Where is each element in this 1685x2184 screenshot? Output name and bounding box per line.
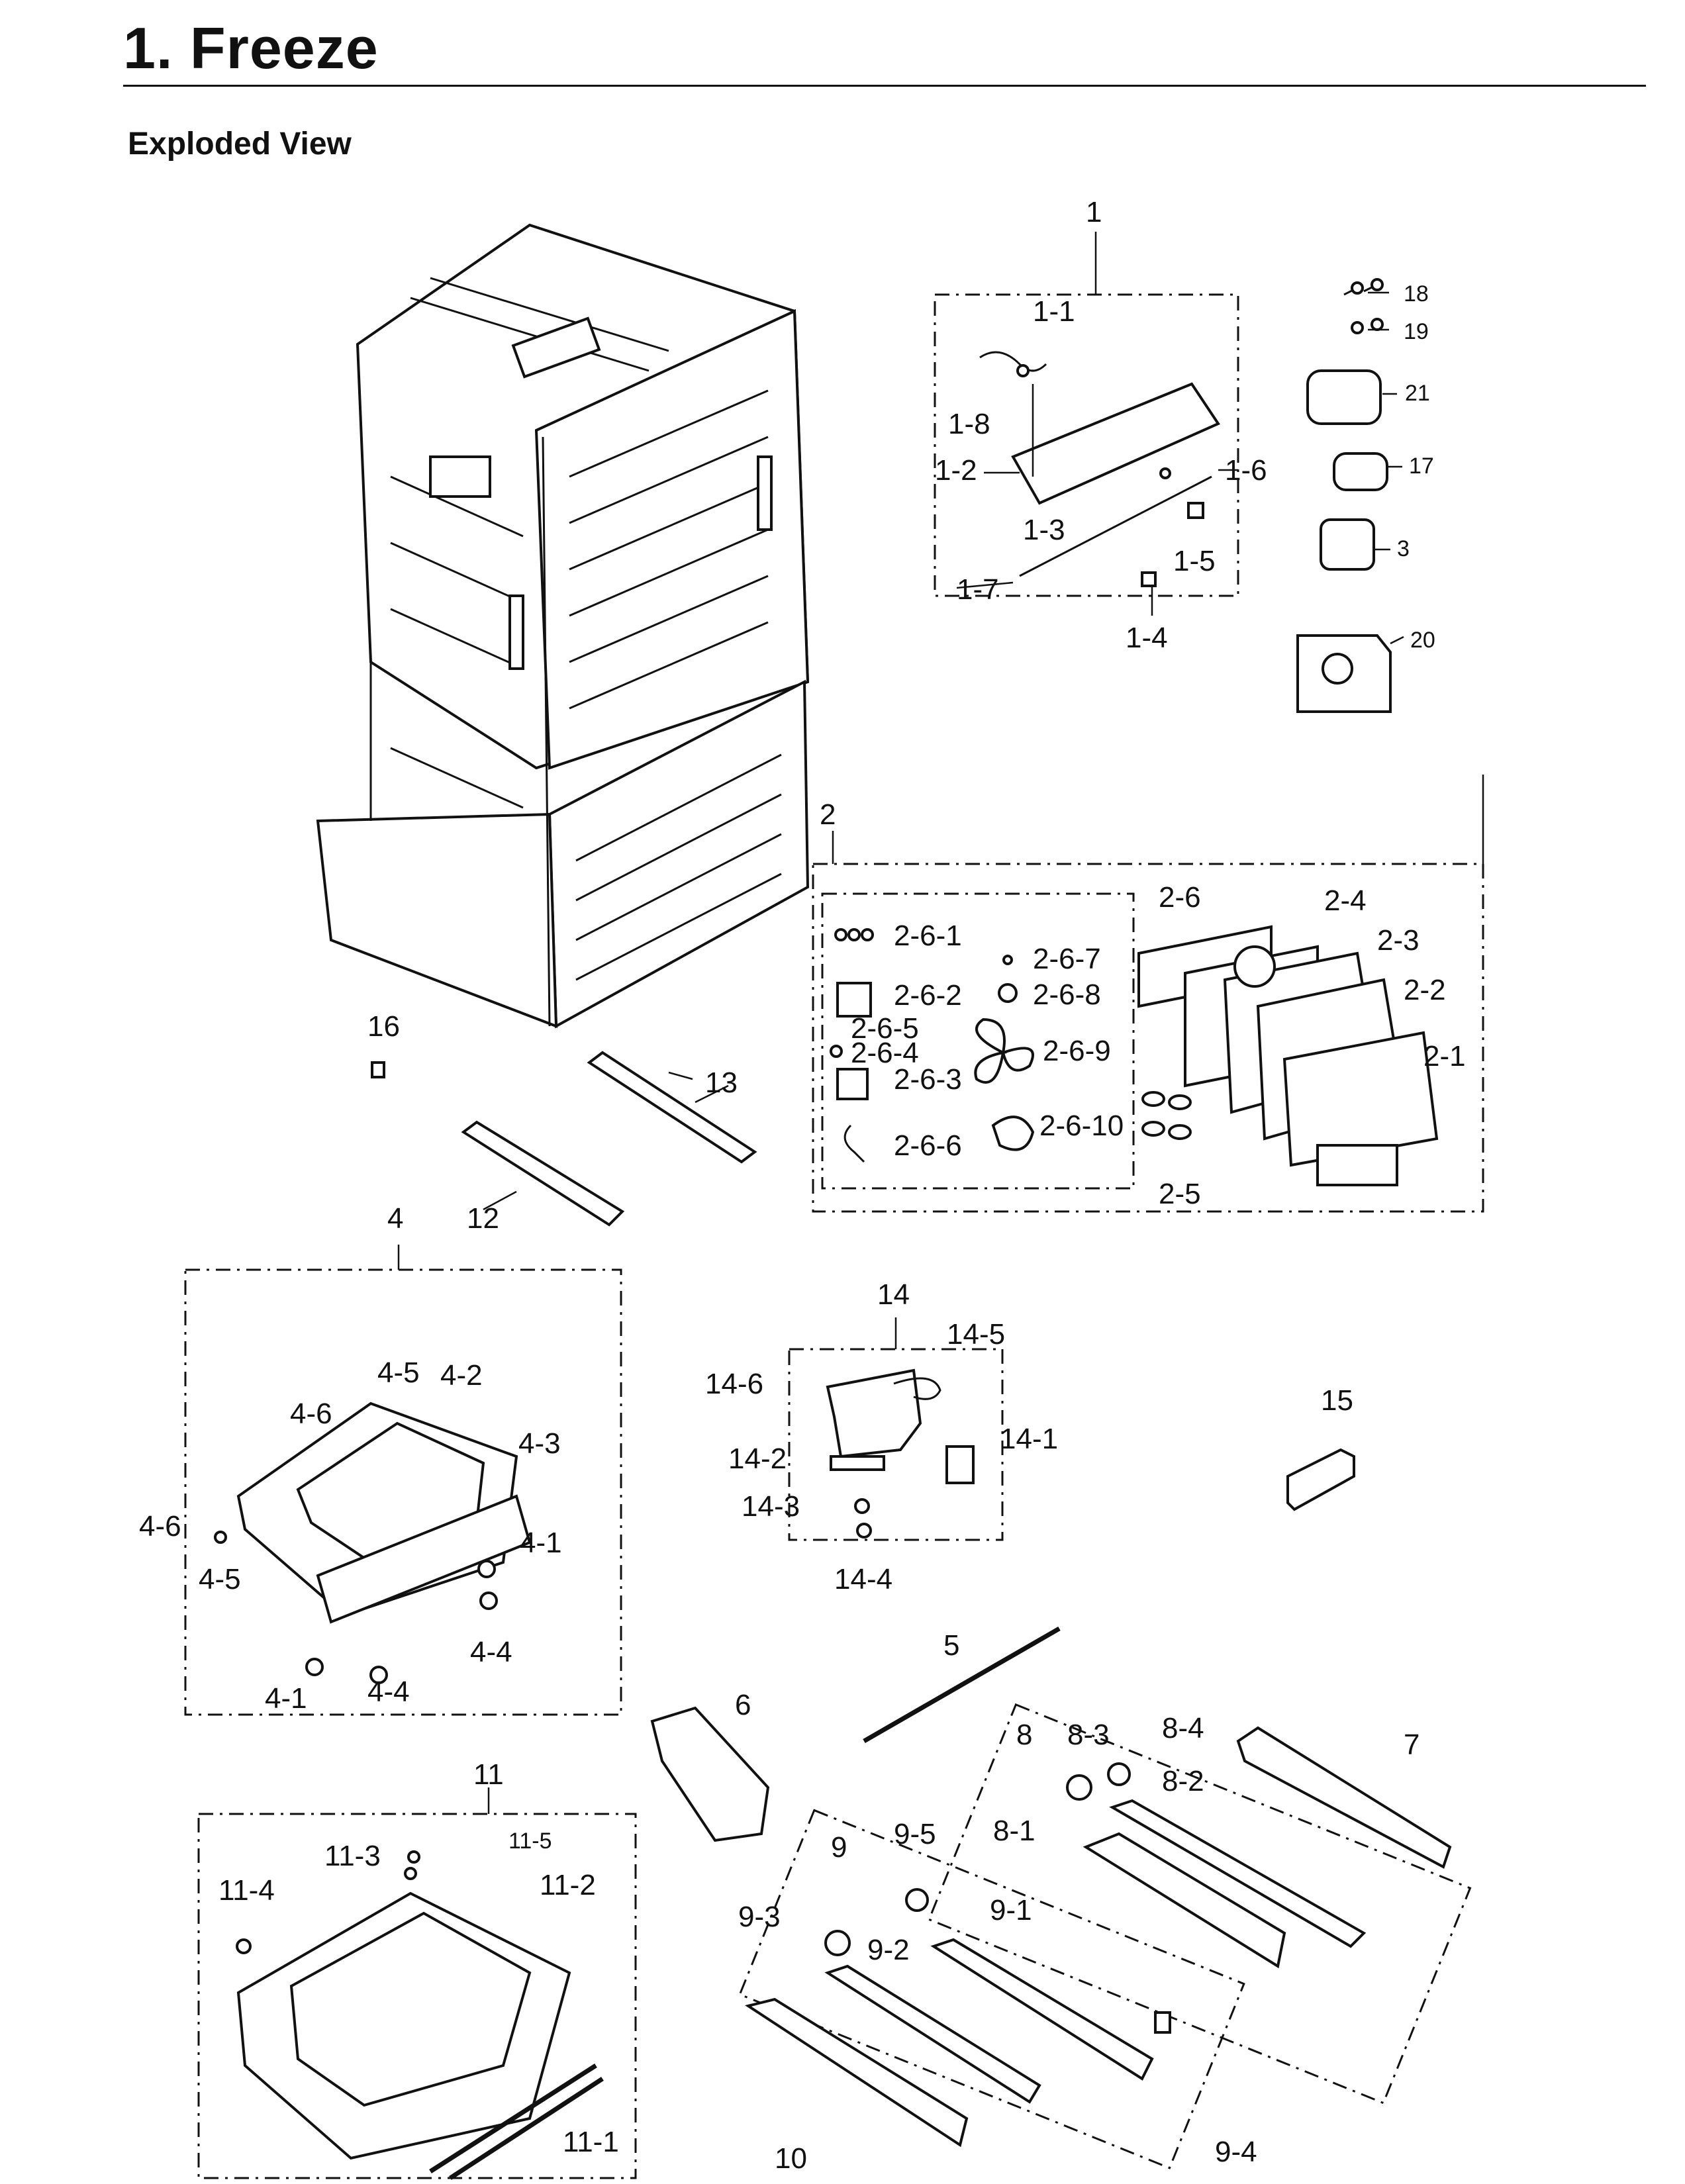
callout-2-3: 2-3 (1377, 924, 1420, 957)
leader-lines (483, 291, 1404, 1211)
callout-9: 9 (831, 1831, 847, 1864)
callout-2-2: 2-2 (1404, 974, 1446, 1006)
callout-4-1a: 4-1 (520, 1527, 562, 1559)
title-rule (123, 85, 1646, 87)
callout-14-6: 14-6 (705, 1368, 763, 1400)
page-title: 1. Freeze (123, 15, 379, 81)
callout-2-5: 2-5 (1159, 1178, 1201, 1210)
callout-2-4: 2-4 (1324, 884, 1367, 917)
group-2 (812, 775, 1484, 1213)
callout-9-4: 9-4 (1215, 2136, 1257, 2168)
callout-13: 13 (705, 1067, 738, 1099)
callout-14-2: 14-2 (728, 1443, 787, 1475)
callout-9-3: 9-3 (738, 1901, 781, 1933)
callout-14: 14 (877, 1278, 910, 1311)
callout-8-1: 8-1 (993, 1815, 1035, 1847)
callout-1-1: 1-1 (1033, 295, 1075, 328)
callout-20: 20 (1410, 628, 1435, 653)
callout-1-4: 1-4 (1126, 622, 1168, 654)
callout-2-6-2: 2-6-2 (894, 979, 962, 1012)
callout-1-8: 1-8 (948, 408, 990, 440)
callout-2: 2 (820, 798, 836, 831)
callout-8-4: 8-4 (1162, 1712, 1204, 1744)
callout-11-4: 11-4 (218, 1874, 275, 1907)
callout-17: 17 (1409, 453, 1434, 479)
part-15 (1286, 1448, 1355, 1511)
callout-11-2: 11-2 (540, 1869, 596, 1901)
callout-4: 4 (387, 1202, 403, 1235)
callout-1-6: 1-6 (1225, 454, 1267, 487)
callout-labels: 1 1-1 1-8 1-2 1-6 1-3 1-5 1-7 1-4 18 19 … (139, 196, 1466, 2175)
callout-18: 18 (1404, 281, 1429, 307)
callout-4-3: 4-3 (518, 1427, 561, 1460)
callout-1-7: 1-7 (957, 573, 999, 606)
callout-11-5: 11-5 (508, 1828, 552, 1854)
callout-1-3: 1-3 (1023, 514, 1065, 546)
callout-10: 10 (775, 2142, 807, 2175)
callout-12: 12 (467, 1202, 499, 1235)
callout-2-6-9: 2-6-9 (1043, 1035, 1111, 1067)
callout-4-6b: 4-6 (139, 1510, 181, 1543)
callout-6: 6 (735, 1689, 751, 1721)
callout-8: 8 (1016, 1719, 1032, 1751)
callout-2-6-5: 2-6-5 (851, 1012, 919, 1045)
callout-2-6: 2-6 (1159, 881, 1201, 914)
callout-2-6-10: 2-6-10 (1039, 1110, 1124, 1142)
callout-14-1: 14-1 (1000, 1423, 1058, 1455)
callout-2-6-7: 2-6-7 (1033, 943, 1101, 975)
callout-1: 1 (1086, 196, 1102, 228)
small-parts (1296, 278, 1392, 713)
callout-4-5a: 4-5 (377, 1356, 420, 1389)
callout-4-6a: 4-6 (290, 1398, 332, 1430)
callout-4-2: 4-2 (440, 1359, 483, 1392)
callout-21: 21 (1405, 381, 1430, 406)
callout-2-6-8: 2-6-8 (1033, 978, 1101, 1011)
rails-group (650, 1626, 1472, 2169)
callout-9-2: 9-2 (867, 1934, 910, 1966)
callout-14-3: 14-3 (742, 1490, 800, 1523)
callout-3: 3 (1397, 536, 1410, 561)
cabinet-drawing (316, 223, 810, 1029)
callout-4-4a: 4-4 (470, 1636, 512, 1668)
callout-4-4b: 4-4 (367, 1676, 410, 1708)
callout-2-1: 2-1 (1423, 1040, 1466, 1072)
callout-16: 16 (367, 1010, 400, 1043)
callout-1-2: 1-2 (935, 454, 977, 487)
misc-rails (371, 1051, 757, 1227)
callout-4-5b: 4-5 (199, 1563, 241, 1595)
callout-11: 11 (473, 1758, 504, 1791)
callout-2-6-6: 2-6-6 (894, 1129, 962, 1162)
callout-4-1b: 4-1 (265, 1682, 307, 1715)
callout-11-1: 11-1 (563, 2126, 619, 2158)
callout-2-6-4: 2-6-4 (851, 1037, 919, 1069)
callout-5: 5 (943, 1629, 959, 1662)
callout-19: 19 (1404, 319, 1429, 344)
callout-8-3: 8-3 (1067, 1719, 1110, 1751)
callout-9-5: 9-5 (894, 1818, 936, 1850)
group-11 (197, 1787, 637, 2180)
group-4 (184, 1245, 622, 1716)
callout-2-6-1: 2-6-1 (894, 920, 962, 952)
callout-11-3: 11-3 (324, 1840, 381, 1872)
group-14 (788, 1317, 1004, 1541)
callout-1-5: 1-5 (1173, 545, 1216, 577)
callout-15: 15 (1321, 1384, 1353, 1417)
callout-14-4: 14-4 (834, 1563, 892, 1595)
callout-9-1: 9-1 (990, 1894, 1032, 1926)
group-1 (934, 232, 1239, 597)
callout-7: 7 (1404, 1729, 1420, 1761)
page-subtitle: Exploded View (128, 126, 352, 162)
callout-14-5: 14-5 (947, 1318, 1005, 1351)
callout-8-2: 8-2 (1162, 1765, 1204, 1797)
callout-2-6-3: 2-6-3 (894, 1063, 962, 1096)
